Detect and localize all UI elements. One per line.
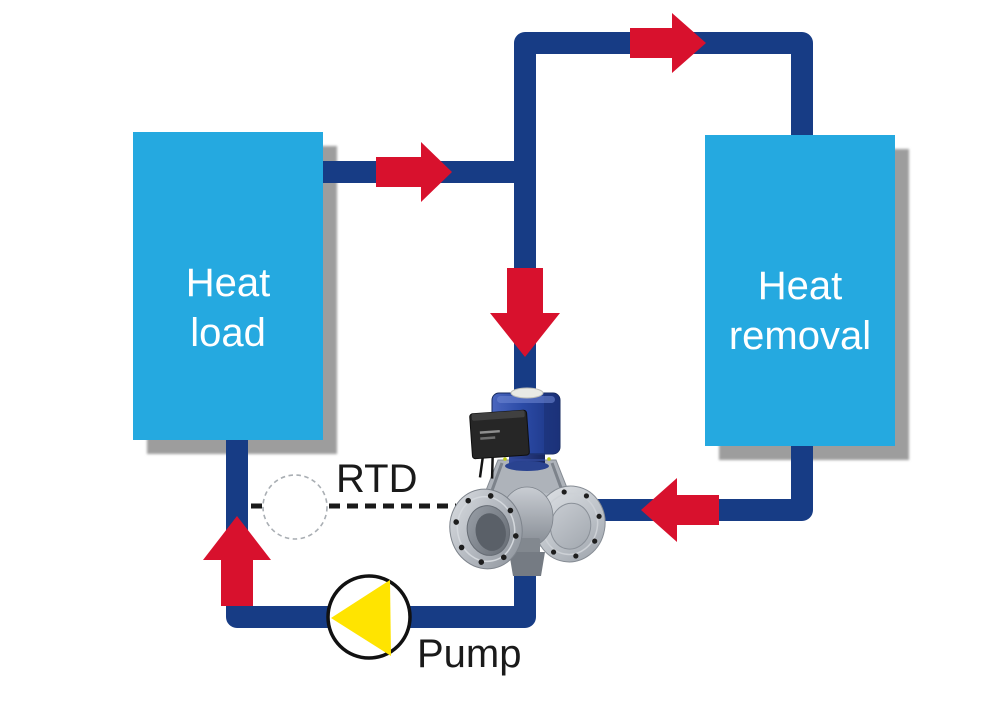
heat-load-label: Heat load <box>185 261 271 355</box>
rtd-sensor-bubble <box>262 474 328 540</box>
valve-positioner-box <box>469 409 530 479</box>
heat-removal-label: Heat removal <box>728 264 872 358</box>
flow-arrow-up-icon <box>203 516 271 606</box>
flow-arrows-layer <box>203 13 719 606</box>
rtd-sensor-icon <box>251 474 456 540</box>
flow-arrow-right-top-icon <box>630 13 706 73</box>
heat-removal-box: Heat removal <box>705 135 895 446</box>
flow-arrow-right-icon <box>376 142 452 202</box>
valve-left-flange <box>449 488 523 570</box>
flow-arrow-down-icon <box>490 268 560 357</box>
three-way-valve-icon <box>449 387 606 576</box>
pump-impeller-triangle <box>331 580 391 656</box>
flow-arrow-left-icon <box>641 478 719 542</box>
heat-load-box: Heat load <box>133 132 323 440</box>
pump-label: Pump <box>417 632 522 676</box>
left-flange-bolt-holes <box>453 493 519 565</box>
rtd-label: RTD <box>336 457 418 501</box>
pump-icon <box>326 574 412 660</box>
actuator-top-cap <box>510 387 544 399</box>
valve-bottom-port <box>509 552 545 576</box>
